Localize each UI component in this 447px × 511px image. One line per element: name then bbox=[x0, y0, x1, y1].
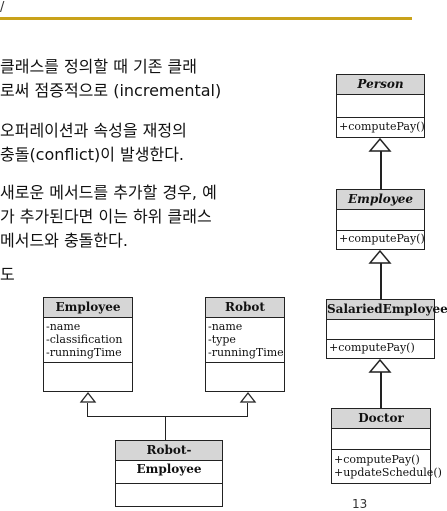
attr-type: -type bbox=[208, 333, 236, 346]
method-compute-pay: +computePay() bbox=[339, 232, 425, 245]
inheritance-arrow bbox=[368, 358, 392, 373]
method-compute-pay: +computePay() bbox=[334, 453, 420, 466]
methods-section: +computePay() +updateSchedule() bbox=[332, 450, 442, 482]
class-name-robot: Robot bbox=[206, 298, 284, 318]
attr-running-time: -runningTime bbox=[46, 346, 122, 359]
inheritance-arrow bbox=[79, 391, 97, 403]
text-line-7: 메서드와 충돌한다. bbox=[0, 231, 128, 250]
page-number: 13 bbox=[352, 497, 368, 511]
connector-line bbox=[87, 403, 89, 417]
method-update-schedule: +updateSchedule() bbox=[334, 466, 442, 479]
attributes-section bbox=[337, 210, 424, 231]
methods-section bbox=[116, 484, 222, 505]
attr-name: -name bbox=[46, 320, 81, 333]
inheritance-arrow bbox=[239, 391, 257, 403]
attributes-section bbox=[337, 95, 424, 118]
chevron-icon: / bbox=[0, 0, 5, 15]
connector-line bbox=[165, 416, 167, 440]
attr-running-time: -runningTime bbox=[208, 346, 284, 359]
class-name-salaried-employee: SalariedEmployee bbox=[327, 300, 447, 320]
connector-line bbox=[247, 403, 249, 417]
attributes-section bbox=[332, 429, 430, 450]
text-line-8: 도 bbox=[0, 265, 15, 284]
inheritance-arrow bbox=[368, 137, 392, 152]
connector-line bbox=[380, 151, 382, 189]
methods-section bbox=[44, 363, 132, 390]
text-line-6: 가 추가된다면 이는 하위 클래스 bbox=[0, 207, 212, 226]
class-name-employee: Employee bbox=[44, 298, 132, 318]
attributes-section bbox=[327, 320, 434, 340]
class-name-employee: Employee bbox=[337, 190, 424, 210]
text-line-4: 충돌(conflict)이 발생한다. bbox=[0, 145, 185, 164]
connector-line bbox=[87, 416, 248, 418]
text-line-5: 새로운 메서드를 추가할 경우, 예 bbox=[0, 183, 217, 202]
text-line-3: 오퍼레이션과 속성을 재정의 bbox=[0, 121, 187, 140]
uml-class-doctor: Doctor +computePay() +updateSchedule() bbox=[331, 408, 442, 484]
connector-line bbox=[380, 263, 382, 299]
attributes-section: -name -type -runningTime bbox=[206, 318, 284, 363]
attributes-section bbox=[116, 461, 222, 484]
uml-class-employee: Employee -name -classification -runningT… bbox=[43, 297, 133, 392]
class-name-person: Person bbox=[337, 75, 424, 95]
attr-classification: -classification bbox=[46, 333, 123, 346]
header-rule bbox=[0, 17, 412, 20]
uml-class-robot: Robot -name -type -runningTime bbox=[205, 297, 285, 392]
connector-line bbox=[380, 372, 382, 408]
methods-section bbox=[206, 363, 284, 390]
uml-class-person: Person +computePay() bbox=[336, 74, 425, 138]
class-name-robot-employee: Robot-Employee bbox=[116, 441, 222, 476]
attributes-section: -name -classification -runningTime bbox=[44, 318, 132, 363]
uml-class-employee-abstract: Employee +computePay() bbox=[336, 189, 425, 250]
text-line-1: 클래스를 정의할 때 기존 클래 bbox=[0, 57, 197, 76]
class-name-doctor: Doctor bbox=[332, 409, 430, 429]
attr-name: -name bbox=[208, 320, 243, 333]
method-compute-pay: +computePay() bbox=[329, 341, 415, 354]
uml-class-robot-employee: Robot-Employee bbox=[115, 440, 223, 507]
inheritance-arrow bbox=[368, 249, 392, 264]
text-line-2: 로써 점증적으로 (incremental) bbox=[0, 81, 222, 100]
method-compute-pay: +computePay() bbox=[339, 120, 425, 133]
uml-class-salaried-employee: SalariedEmployee +computePay() bbox=[326, 299, 447, 359]
